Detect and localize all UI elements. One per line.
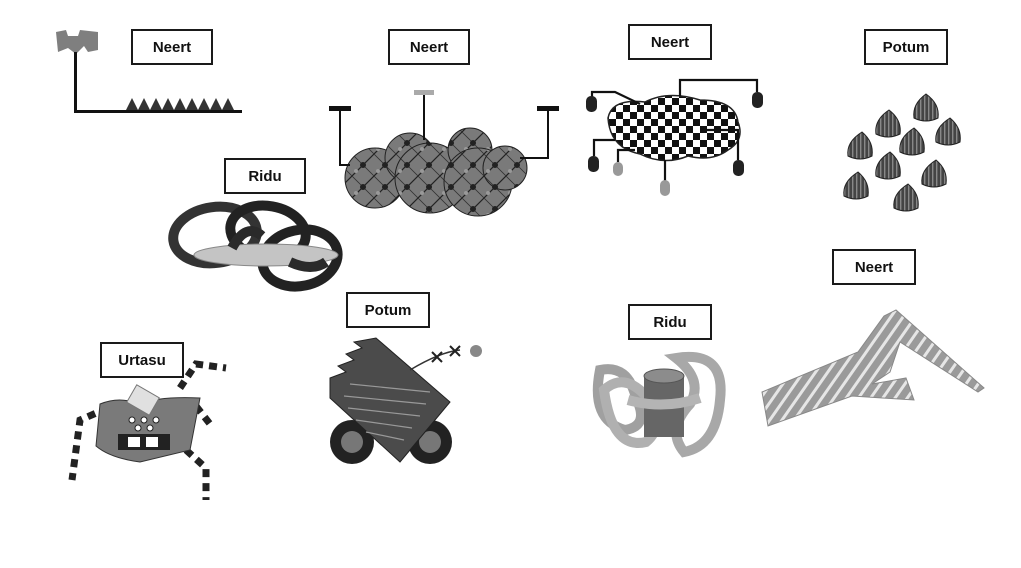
neert-creature-2 (329, 90, 559, 217)
label-text: Potum (882, 38, 930, 56)
label-text: Neert (650, 33, 690, 51)
label-neert-2: Neert (388, 29, 470, 65)
label-text: Neert (854, 258, 894, 276)
label-text: Potum (364, 301, 412, 319)
label-text: Neert (152, 38, 192, 56)
urtasu-creature (68, 360, 227, 500)
ridu-creature-2 (592, 351, 726, 458)
ridu-creature-1 (168, 200, 343, 292)
label-potum-2: Potum (346, 292, 430, 328)
neert-creature-1 (56, 30, 242, 113)
label-text: Ridu (653, 313, 687, 331)
label-ridu-2: Ridu (628, 304, 712, 340)
label-ridu-1: Ridu (224, 158, 306, 194)
potum-creature-2 (329, 337, 482, 464)
label-text: Neert (409, 38, 449, 56)
label-text: Ridu (248, 167, 282, 185)
label-neert-1: Neert (131, 29, 213, 65)
label-text: Urtasu (118, 351, 166, 369)
potum-creature-1 (843, 93, 961, 212)
label-urtasu-1: Urtasu (100, 342, 184, 378)
label-neert-3: Neert (628, 24, 712, 60)
label-neert-4: Neert (832, 249, 916, 285)
neert-creature-4 (761, 309, 985, 427)
neert-creature-3 (586, 78, 763, 196)
label-potum-1: Potum (864, 29, 948, 65)
